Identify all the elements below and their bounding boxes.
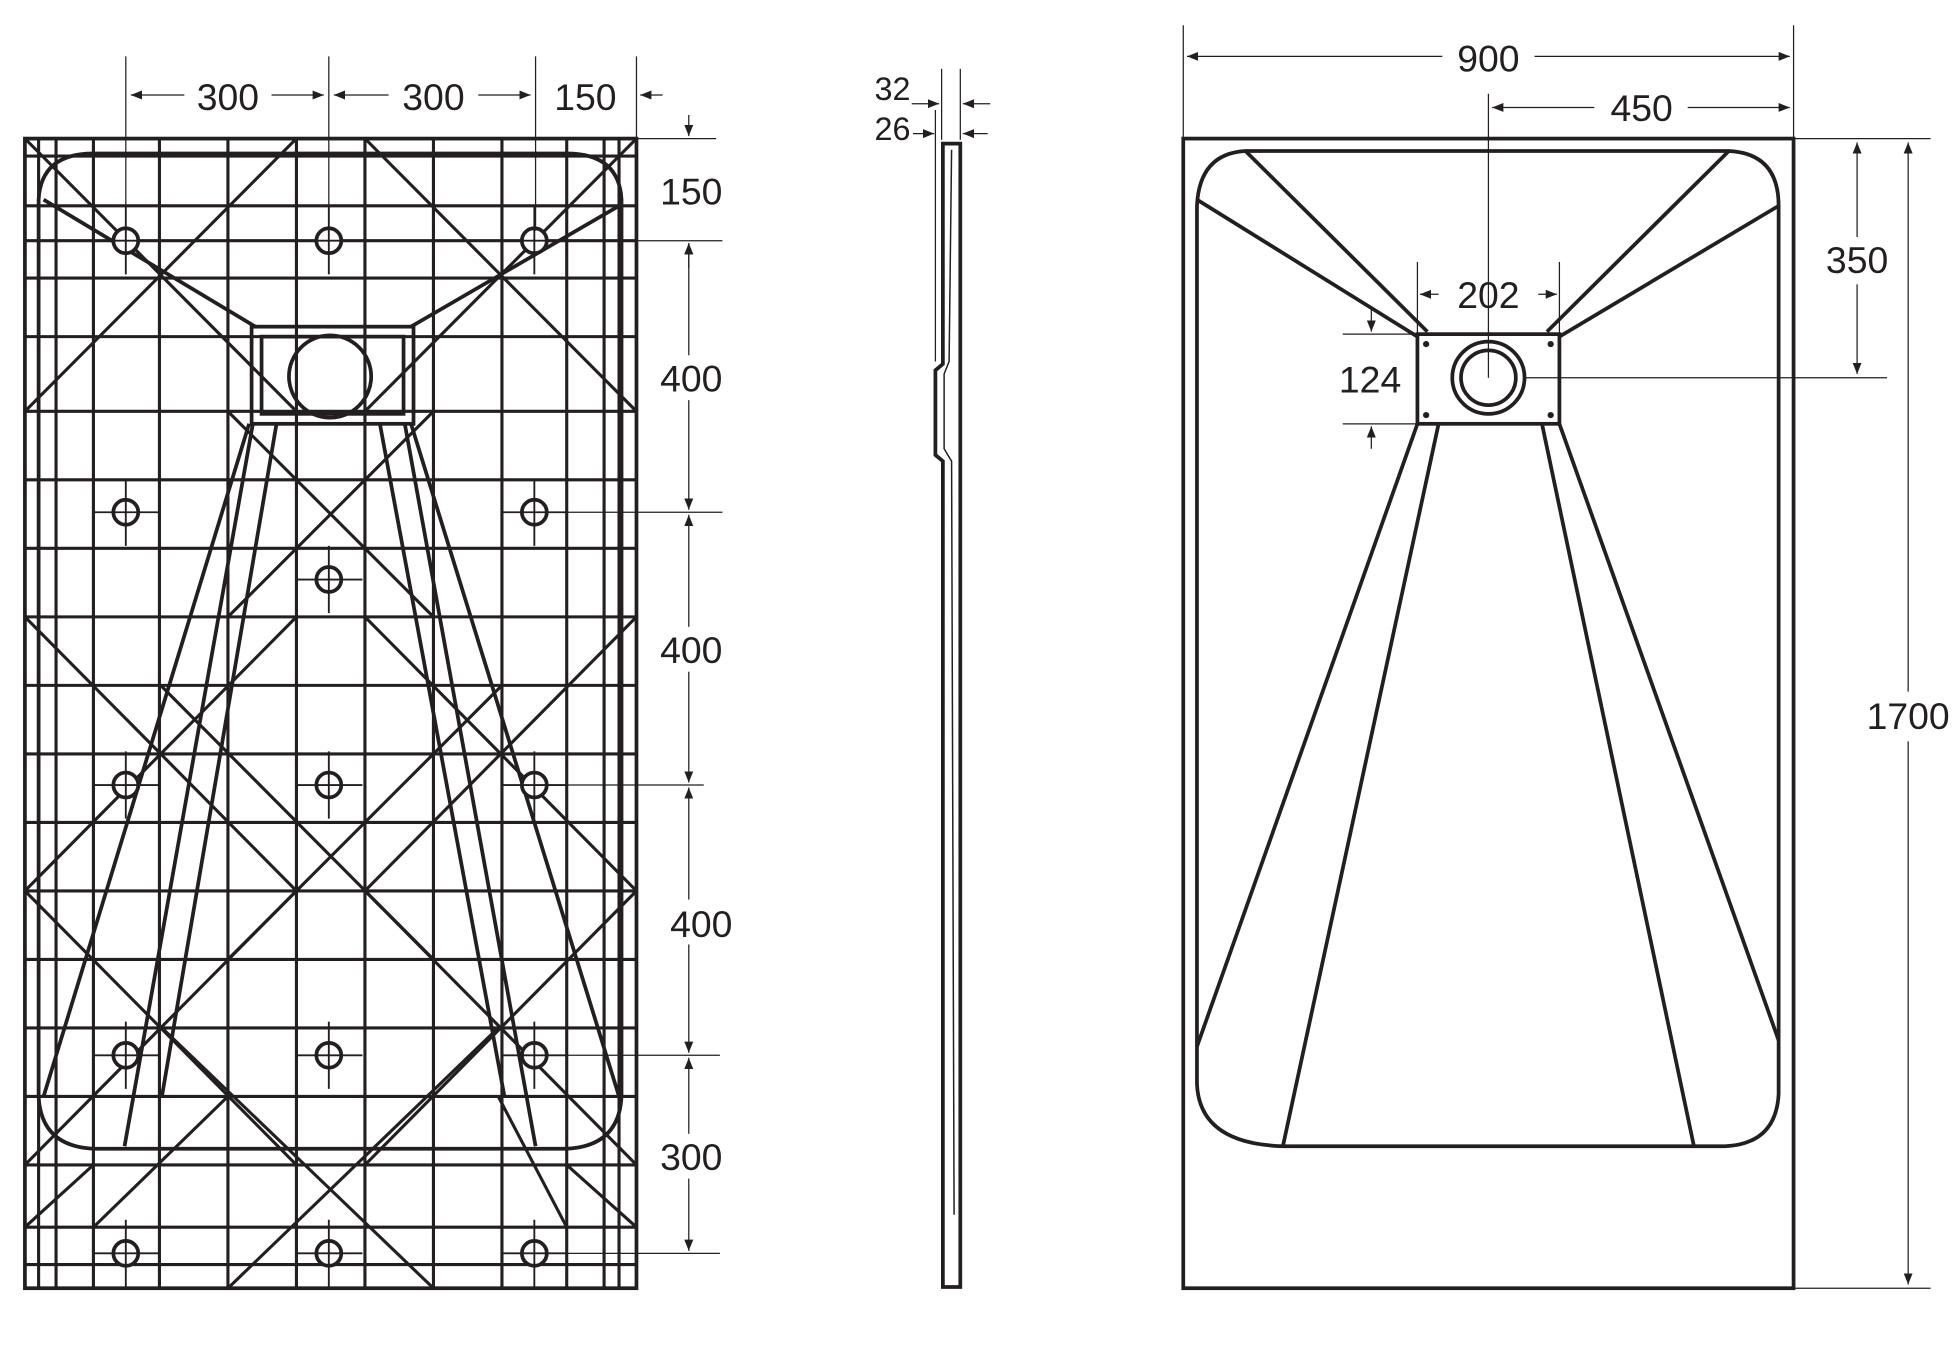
dim-32: 32 (874, 71, 910, 107)
brace-line (23, 137, 298, 413)
dim-350: 350 (1826, 239, 1888, 281)
brace-line (159, 684, 435, 961)
top-view: 900 450 202 124 350 1700 (1181, 25, 1950, 1291)
dim-124: 124 (1339, 359, 1401, 401)
dim-150: 150 (554, 76, 616, 118)
bottom-view: 300 300 150 150 400 400 400 300 (23, 56, 743, 1291)
dim-26: 26 (874, 111, 910, 147)
brace-line (363, 615, 638, 892)
dim-150-v: 150 (660, 171, 722, 213)
drain-housing (249, 324, 416, 426)
brace-line (226, 1026, 500, 1290)
brace-line (363, 889, 638, 1167)
side-view: 32 26 (874, 68, 991, 1289)
brace-line (23, 1163, 95, 1229)
dim-450: 450 (1610, 87, 1672, 129)
brace-line (565, 1163, 638, 1229)
drain-hole (287, 333, 374, 420)
dim-1700: 1700 (1867, 695, 1950, 737)
brace-line (226, 410, 435, 618)
dim-400-c: 400 (670, 903, 732, 945)
brace-line (160, 1026, 435, 1290)
brace-line (226, 684, 504, 961)
brace-line (496, 1095, 569, 1228)
dim-400-b: 400 (660, 629, 722, 671)
dim-300-b: 300 (402, 76, 464, 118)
channels (41, 198, 621, 1147)
dim-900: 900 (1457, 37, 1519, 79)
dim-400-a: 400 (660, 357, 722, 399)
dim-300-v: 300 (660, 1136, 722, 1178)
dim-202: 202 (1457, 274, 1519, 316)
dim-300-a: 300 (197, 76, 259, 118)
support-feet (92, 207, 568, 1287)
brace-line (23, 615, 298, 892)
support-grid (23, 137, 638, 1290)
bottom-dims: 300 300 150 150 400 400 400 300 (125, 56, 743, 1254)
bottom-view-outline (23, 136, 639, 1291)
brace-line (92, 1095, 230, 1229)
drain-housing-inner (259, 334, 406, 416)
tray-inner-outline (36, 151, 624, 1151)
